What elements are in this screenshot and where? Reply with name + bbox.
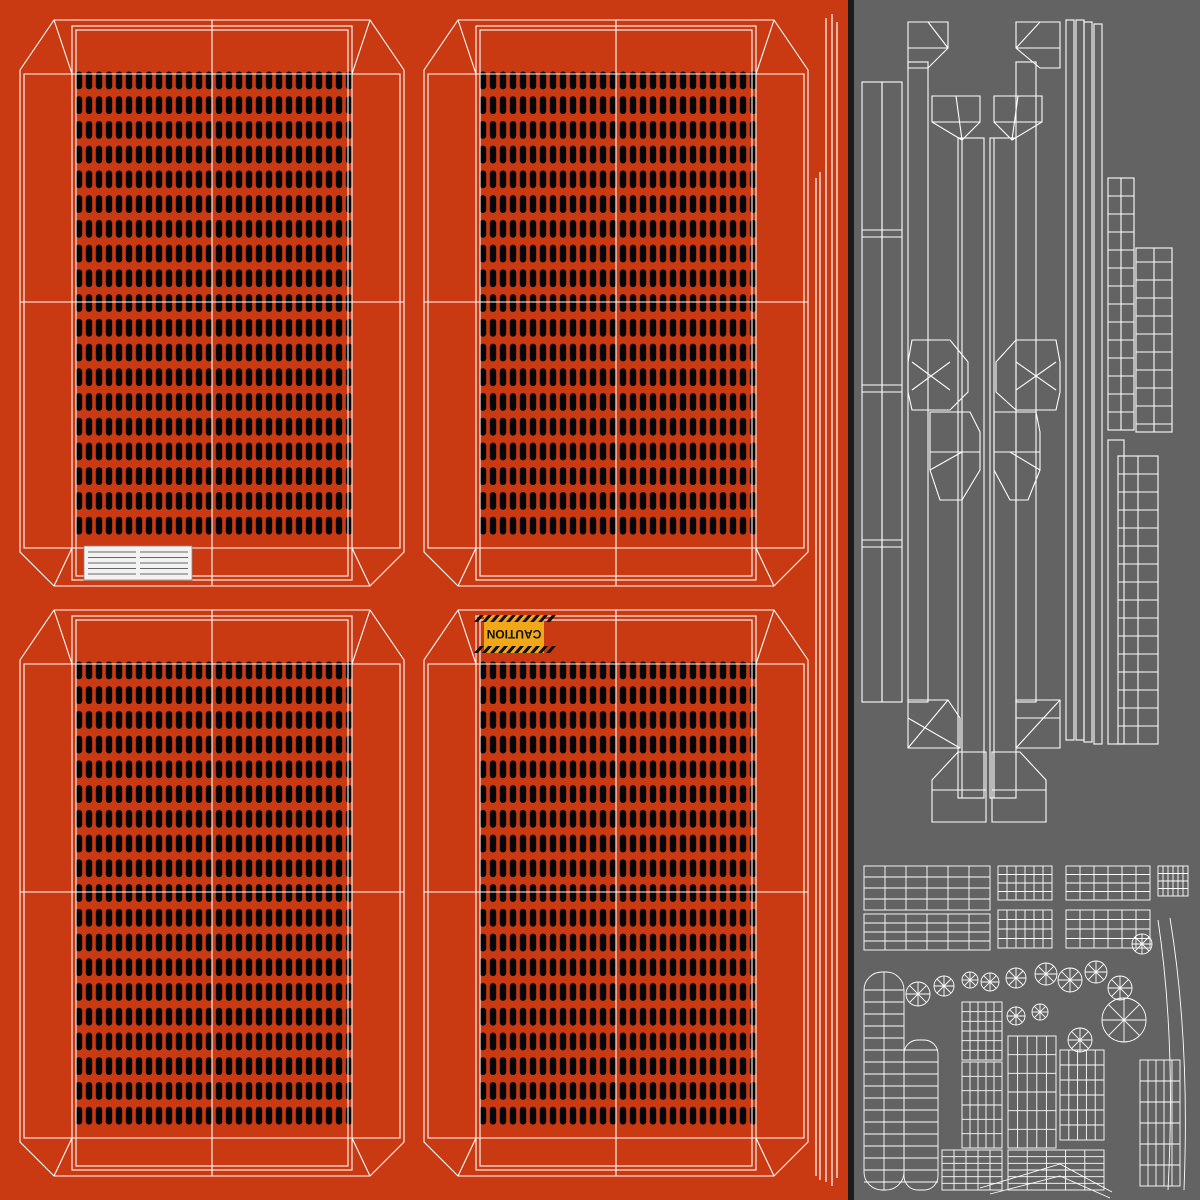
warning-label-sticker [83,545,193,581]
vertical-divider [848,0,854,1200]
panel-wireframe [423,609,809,1177]
thin-vertical-strips [815,14,838,1186]
grate-panel-bottom-right [423,609,809,1177]
slot-grid [478,68,758,538]
grate-panel-bottom-left [19,609,405,1177]
grate-panel-top-right [423,19,809,587]
grate-panel-top-left [19,19,405,587]
slot-grid [74,68,354,538]
uv-small-parts-cluster [863,865,1189,1199]
slot-grid [478,658,758,1128]
slot-grid [74,658,354,1128]
panel-wireframe [19,19,405,587]
caution-text: CAUTION [487,627,542,641]
caution-sticker: CAUTION [474,615,556,653]
grate-panels [19,19,809,1177]
panel-wireframe [19,609,405,1177]
panel-wireframe [423,19,809,587]
uv-wireframe-islands [861,19,1173,823]
